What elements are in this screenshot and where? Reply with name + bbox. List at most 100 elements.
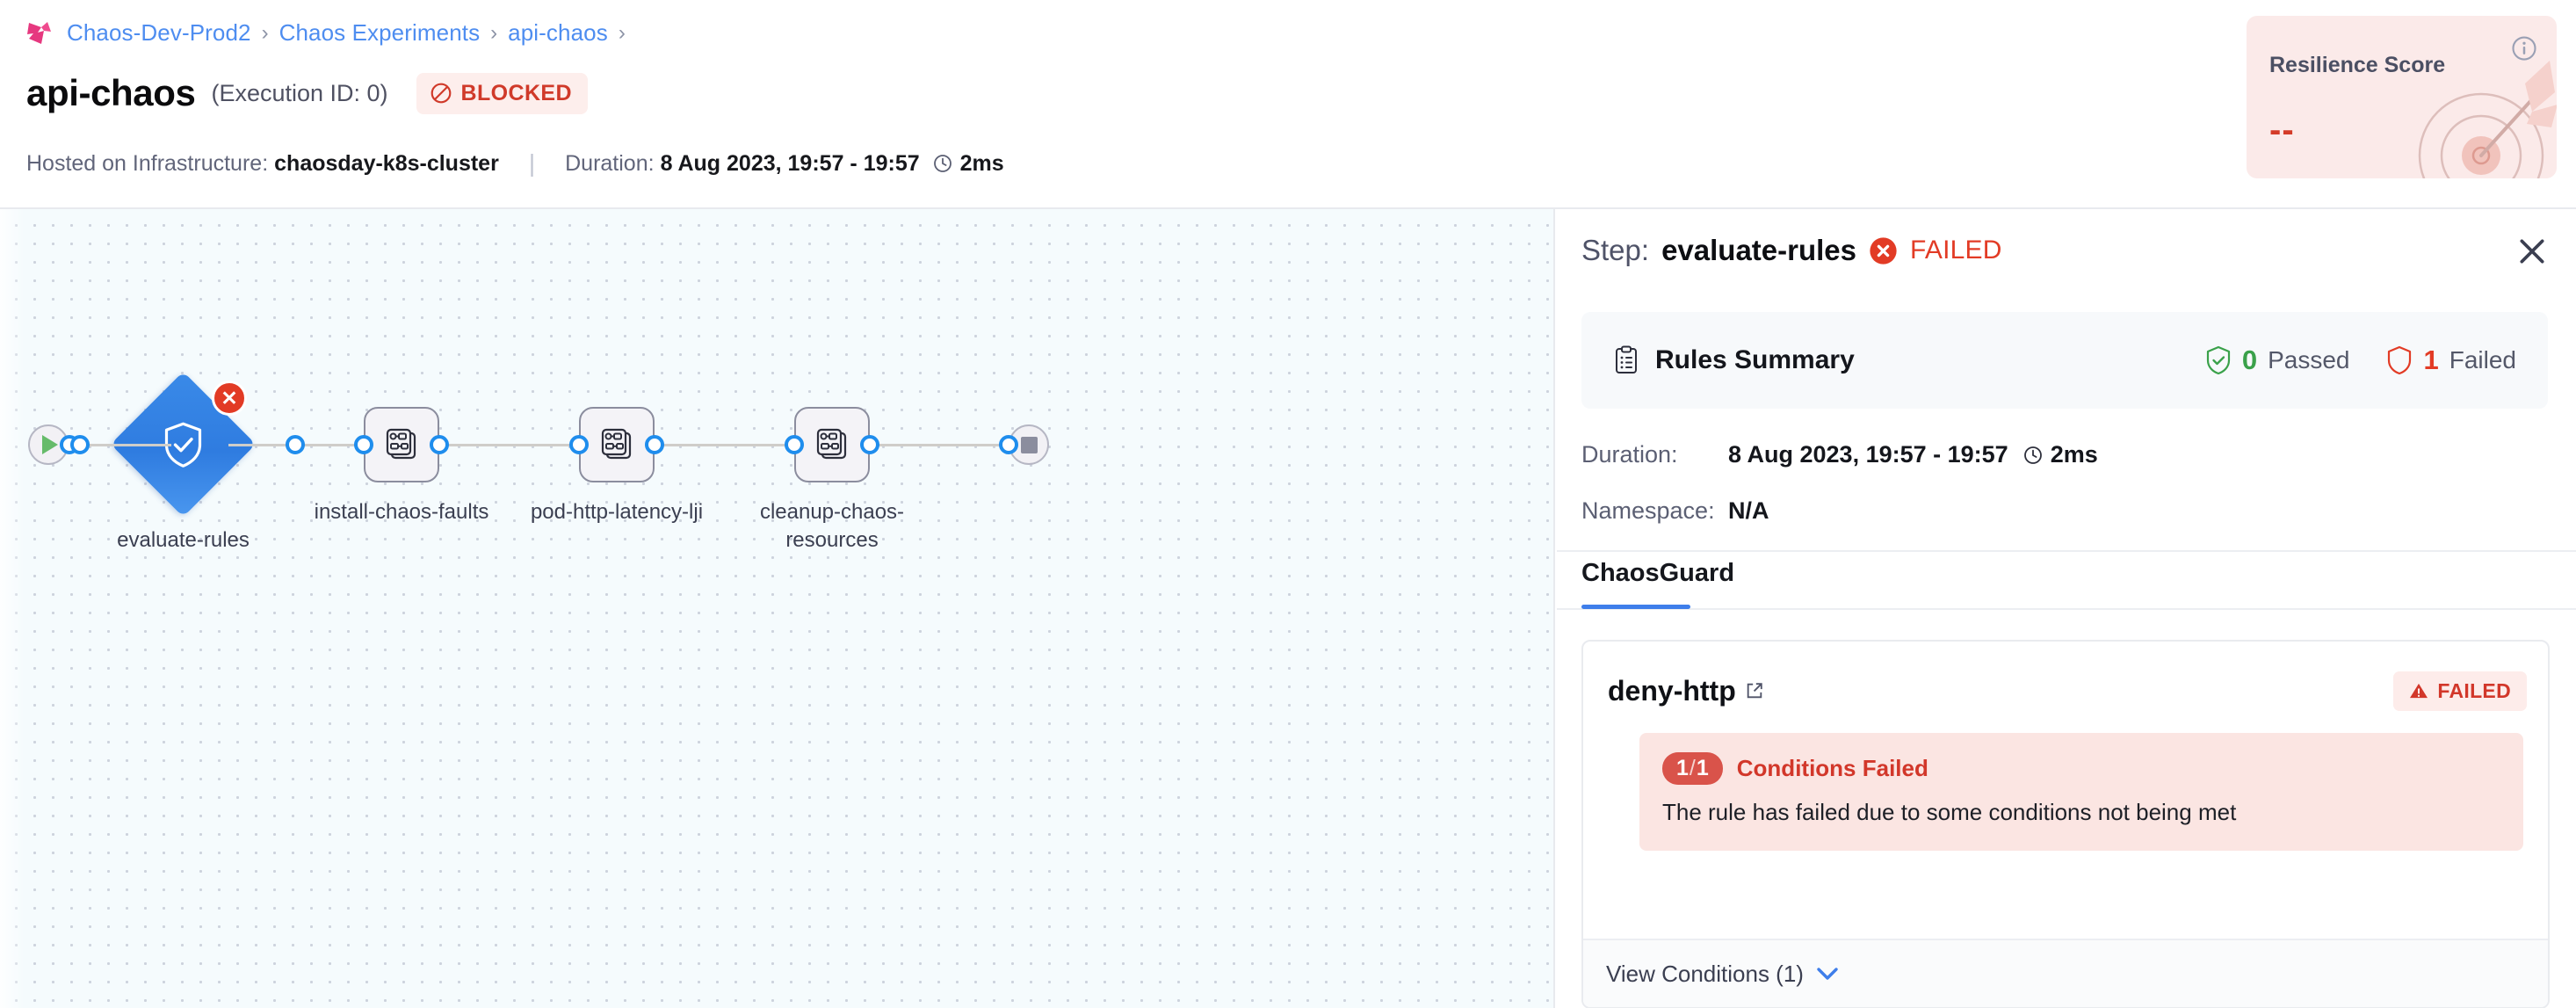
chaos-fault-icon [601,428,632,460]
end-node-port[interactable] [999,435,1018,454]
step-status-label: FAILED [1910,236,2002,265]
breadcrumb-separator-2: › [618,20,626,45]
rule-status-badge-label: FAILED [2437,678,2511,702]
status-badge: BLOCKED [416,72,588,114]
conditions-failed-slash: / [1689,756,1696,780]
tab-active-indicator [1581,605,1690,609]
rule-card-header: deny-http FAILED [1608,666,2527,715]
detail-duration-range: 8 Aug 2023, 19:57 - 19:57 [1728,441,2008,468]
view-conditions-label: View Conditions (1) [1606,960,1804,987]
node-cleanup-chaos-resources-in-port[interactable] [785,435,804,454]
harness-logo-icon [27,21,51,44]
breadcrumb-item-2[interactable]: api-chaos [508,19,608,46]
clipboard-list-icon [1616,345,1637,373]
status-badge-label: BLOCKED [460,80,572,105]
node-install-chaos-faults-out-port[interactable] [430,435,449,454]
conditions-failed-header: 1/1 Conditions Failed [1662,752,2500,785]
conditions-failed-title: Conditions Failed [1736,755,1928,781]
duration-label: Duration: [565,150,655,176]
external-link-icon[interactable] [1745,681,1764,700]
node-install-chaos-faults[interactable]: install-chaos-faults [315,407,488,524]
view-conditions-toggle[interactable]: View Conditions (1) [1583,939,2548,1007]
conditions-failed-text: The rule has failed due to some conditio… [1662,799,2237,825]
detail-row-namespace: Namespace: N/A [1581,497,1769,525]
rule-name-label: deny-http [1608,674,1736,707]
node-pod-http-latency-label: pod-http-latency-lji [530,500,704,524]
node-cleanup-chaos-resources-out-port[interactable] [860,435,879,454]
breadcrumb-separator-1: › [490,20,498,45]
resilience-score-card: Resilience Score -- [2247,16,2557,178]
rules-summary-left: Rules Summary [1613,345,1855,375]
node-evaluate-rules[interactable]: ✕ evaluate-rules [70,371,305,552]
rules-passed-count: 0 [2241,344,2258,375]
chevron-down-icon[interactable] [1816,967,1839,981]
duration-value: 8 Aug 2023, 19:57 - 19:57 [660,150,920,176]
close-icon[interactable] [2514,234,2550,269]
edge-install-to-latency [439,444,580,446]
infrastructure-label: Hosted on Infrastructure: [26,150,269,176]
tab-chaosguard[interactable]: ChaosGuard [1581,559,1735,587]
meta-divider: | [528,149,536,177]
end-node[interactable] [999,424,1049,465]
node-install-chaos-faults-shape [364,407,439,482]
detail-row-duration: Duration: 8 Aug 2023, 19:57 - 19:57 2ms [1581,441,2098,468]
conditions-failed-pill: 1/1 [1662,752,1723,785]
node-pod-http-latency-shape [579,407,655,482]
panel-tabs: ChaosGuard [1557,550,2576,610]
node-install-chaos-faults-in-port[interactable] [354,435,373,454]
ban-icon [431,83,451,104]
page-header: Chaos-Dev-Prod2 › Chaos Experiments › ap… [0,0,2576,209]
step-detail-header: Step: evaluate-rules FAILED [1557,209,2576,301]
duration-elapsed: 2ms [959,150,1004,176]
chaos-fault-icon [386,428,416,460]
detail-namespace-value: N/A [1728,497,1769,524]
step-title: Step: evaluate-rules FAILED [1581,234,2002,267]
step-name-label: evaluate-rules [1661,234,1857,266]
node-cleanup-chaos-resources-label: cleanup-chaos-resources [759,500,905,552]
edge-start-to-evaluate [70,444,171,446]
infrastructure-value: chaosday-k8s-cluster [274,150,499,176]
warning-triangle-icon [2410,683,2428,699]
node-evaluate-rules-out-port[interactable] [286,434,305,454]
node-install-chaos-faults-label: install-chaos-faults [314,500,489,524]
breadcrumb-item-1[interactable]: Chaos Experiments [279,19,481,46]
stop-icon [1020,436,1038,453]
play-icon [42,435,58,454]
node-cleanup-chaos-resources[interactable]: cleanup-chaos-resources [760,407,904,552]
step-detail-panel: Step: evaluate-rules FAILED [1557,209,2576,1008]
step-prefix-label: Step: [1581,234,1650,266]
resilience-score-value: -- [2269,111,2295,149]
chaos-fault-icon [816,428,847,460]
rules-failed-count: 1 [2423,344,2439,375]
detail-duration-key: Duration: [1581,441,1678,468]
shield-check-icon [163,421,205,468]
start-node[interactable] [28,424,79,465]
rules-summary-card: Rules Summary 0 Passed [1581,312,2548,409]
pipeline-canvas[interactable]: ✕ evaluate-rules [0,209,1555,1008]
rules-failed-stat: 1 Failed [2386,344,2516,376]
node-evaluate-rules-shape [110,371,257,518]
node-error-badge[interactable]: ✕ [212,381,247,416]
breadcrumb: Chaos-Dev-Prod2 › Chaos Experiments › ap… [26,19,626,47]
edge-cleanup-to-end [870,444,1010,446]
rule-card-deny-http: deny-http FAILED [1581,640,2550,1008]
conditions-failed-num: 1 [1676,756,1689,780]
info-circle-icon[interactable] [2511,35,2537,62]
node-evaluate-rules-in-port[interactable] [70,434,90,454]
detail-duration-elapsed: 2ms [2050,441,2098,468]
node-pod-http-latency[interactable]: pod-http-latency-lji [531,407,703,524]
node-pod-http-latency-in-port[interactable] [569,435,589,454]
title-row: api-chaos (Execution ID: 0) BLOCKED [26,72,588,114]
page-body: ✕ evaluate-rules [0,209,2576,1008]
clock-icon [933,155,952,172]
detail-duration-value: 8 Aug 2023, 19:57 - 19:57 2ms [1728,441,2098,468]
node-cleanup-chaos-resources-shape [794,407,870,482]
node-pod-http-latency-out-port[interactable] [645,435,664,454]
clock-icon [2023,446,2042,464]
breadcrumb-item-0[interactable]: Chaos-Dev-Prod2 [67,19,251,46]
rule-name[interactable]: deny-http [1608,675,1764,707]
node-evaluate-rules-label: evaluate-rules [117,528,250,552]
execution-id-label: (Execution ID: 0) [211,79,388,106]
shield-check-green-icon [2206,345,2230,375]
